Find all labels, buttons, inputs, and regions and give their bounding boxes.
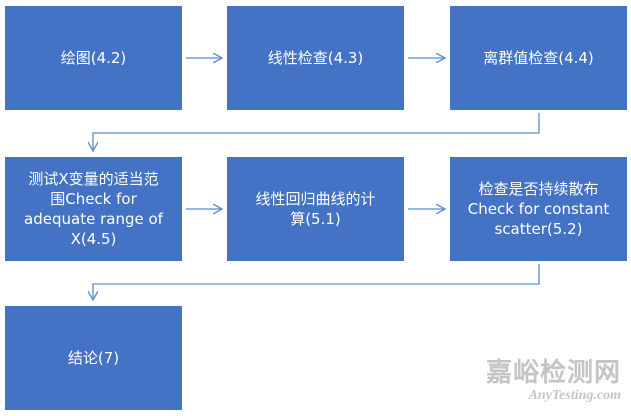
flow-box-x-range-test: 测试X变量的适当范 围Check for adequate range of X…	[5, 157, 182, 261]
flow-box-constant-scatter-check: 检查是否持续散布 Check for constant scatter(5.2)	[450, 157, 627, 261]
flow-box-label: 测试X变量的适当范 围Check for adequate range of X…	[24, 170, 163, 248]
flow-box-plotting: 绘图(4.2)	[5, 6, 182, 110]
flow-box-label: 检查是否持续散布 Check for constant scatter(5.2)	[467, 180, 610, 238]
watermark-english: AnyTesting.com	[528, 388, 621, 403]
flow-box-label: 离群值检查(4.4)	[483, 49, 594, 67]
flow-box-label: 绘图(4.2)	[60, 49, 127, 67]
flow-box-label: 线性回归曲线的计 算(5.1)	[255, 190, 376, 228]
flow-box-linearity-check: 线性检查(4.3)	[227, 6, 404, 110]
arrow-3-to-4	[93, 113, 540, 151]
watermark: 嘉峪检测网 AnyTesting.com	[486, 358, 621, 404]
flow-box-regression-calculation: 线性回归曲线的计 算(5.1)	[227, 157, 404, 261]
arrow-6-to-7	[93, 264, 540, 300]
flow-box-outlier-check: 离群值检查(4.4)	[450, 6, 627, 110]
flow-box-conclusion: 结论(7)	[5, 306, 182, 410]
watermark-chinese: 嘉峪检测网	[485, 358, 621, 388]
flow-box-label: 线性检查(4.3)	[267, 49, 364, 67]
flow-box-label: 结论(7)	[67, 349, 120, 367]
